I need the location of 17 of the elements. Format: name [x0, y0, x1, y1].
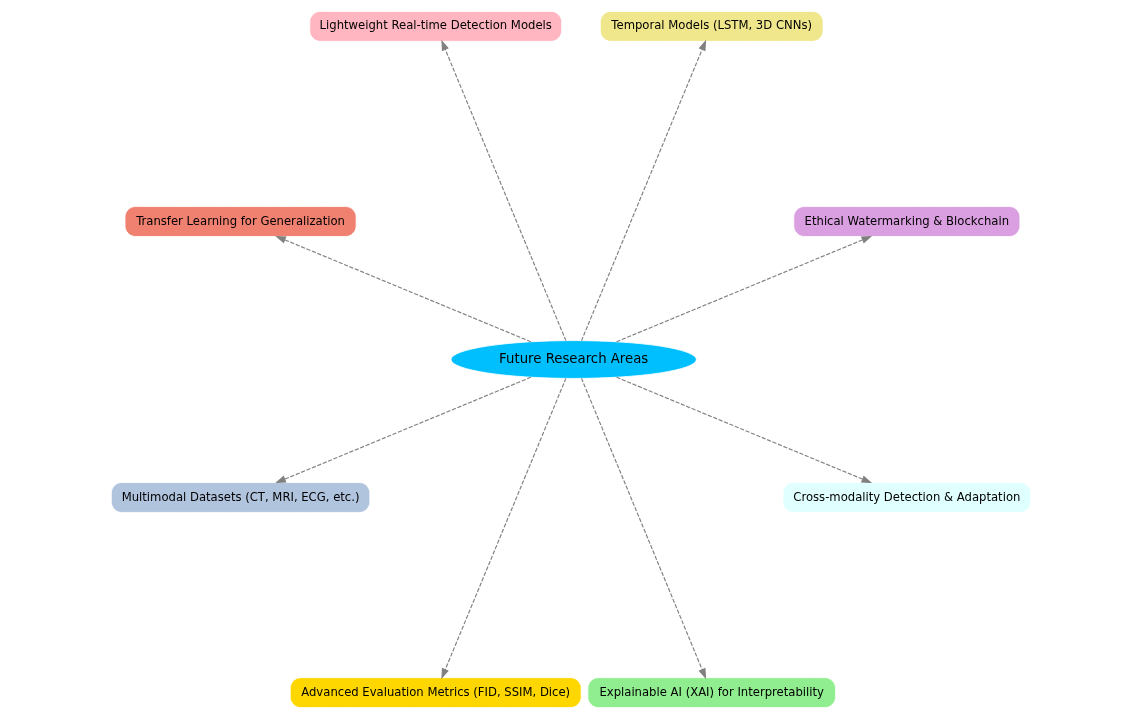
arrow: [274, 376, 531, 484]
node-box: Transfer Learning for Generalization: [124, 206, 356, 237]
arrow: [580, 39, 706, 342]
node-box: Ethical Watermarking & Blockchain: [792, 206, 1020, 237]
node-box: Explainable AI (XAI) for Interpretability: [586, 677, 836, 708]
arrow: [440, 39, 566, 342]
arrow: [615, 376, 872, 484]
node-box: Lightweight Real-time Detection Models: [308, 11, 562, 42]
node-box: Multimodal Datasets (CT, MRI, ECG, etc.): [110, 482, 370, 513]
node-box: Cross-modality Detection & Adaptation: [782, 482, 1031, 513]
arrow: [440, 377, 566, 680]
arrow: [615, 235, 872, 343]
node-box: Temporal Models (LSTM, 3D CNNs): [599, 11, 823, 42]
node-box: Advanced Evaluation Metrics (FID, SSIM, Dice): [289, 677, 582, 708]
arrow: [580, 377, 706, 680]
arrow: [274, 235, 531, 343]
node-ellipse: Future Research Areas: [450, 340, 697, 379]
